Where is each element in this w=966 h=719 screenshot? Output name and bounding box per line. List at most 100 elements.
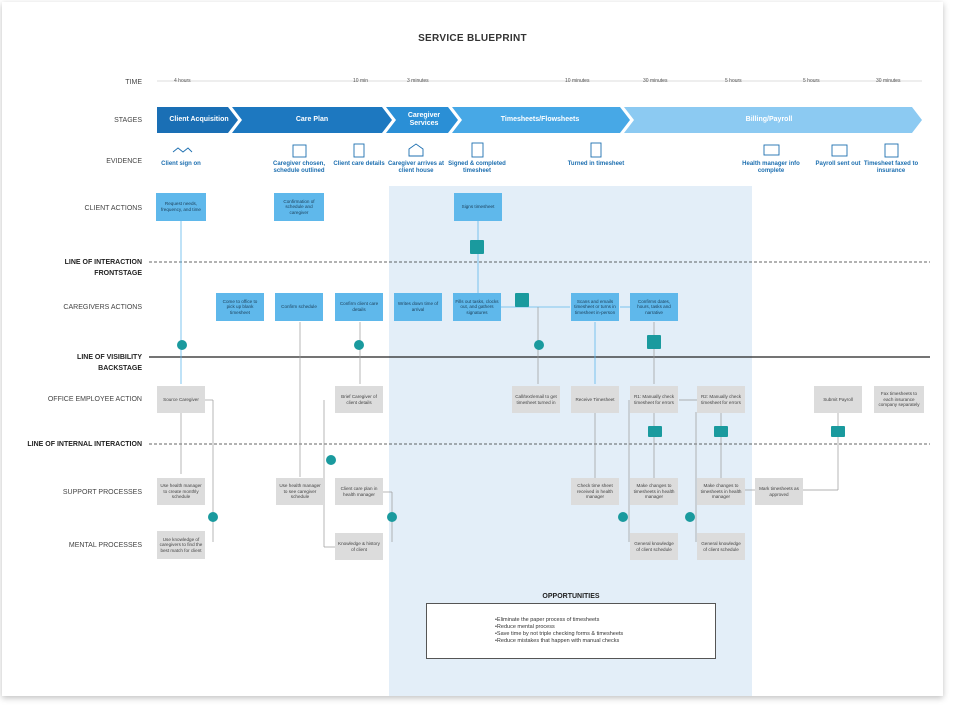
- row-label-caregivers-actions: CAREGIVERS ACTIONS: [63, 304, 142, 311]
- row-label-line-of-internal-interaction: LINE OF INTERNAL INTERACTION: [27, 441, 142, 448]
- fax-icon: [884, 143, 899, 158]
- evidence-client-care-details: Client care details: [333, 161, 385, 167]
- evidence-client-sign-on: Client sign on: [161, 161, 201, 167]
- office-action-box: Call/text/email to get timesheet turned …: [512, 386, 560, 413]
- support-process-box: Check time sheet received in health mana…: [571, 478, 619, 505]
- office-action-box: Source Caregiver: [157, 386, 205, 413]
- brain-award-icon: [618, 512, 628, 522]
- row-label-time: TIME: [125, 79, 142, 86]
- monitor-icon: [763, 144, 780, 156]
- row-label-support-processes: SUPPORT PROCESSES: [62, 489, 142, 496]
- stage-timesheets: Timesheets/Flowsheets: [500, 116, 580, 123]
- opportunity-item: •Eliminate the paper process of timeshee…: [495, 617, 600, 623]
- time-label: 10 min: [353, 78, 369, 84]
- calendar-icon: [292, 144, 307, 158]
- row-label-line-of-interaction: LINE OF INTERACTION: [64, 259, 142, 266]
- brain-award-icon: [208, 512, 218, 522]
- evidence-health-manager-info: Health manager info complete: [742, 161, 800, 174]
- row-label-backstage: BACKSTAGE: [98, 365, 142, 372]
- support-process-box: Make changes to timesheets in health man…: [697, 478, 745, 505]
- teal-icons: [177, 240, 845, 522]
- caregiver-action-box: Scans and emails timesheet or turns in t…: [571, 293, 619, 321]
- row-label-line-of-visibility: LINE OF VISIBILITY: [77, 354, 142, 361]
- stage-chevron-3: [386, 107, 458, 133]
- evidence-payroll-sent: Payroll sent out: [815, 161, 861, 167]
- office-action-box: Receive Timesheet: [571, 386, 619, 413]
- evidence-timesheet-faxed: Timesheet faxed to insurance: [863, 161, 919, 174]
- gray-flow-arrows: [180, 307, 839, 548]
- opportunity-item: •Reduce mental process: [495, 624, 555, 630]
- stage-billing-payroll: Billing/Payroll: [745, 116, 793, 123]
- support-process-box: Use health manager to create monthly sch…: [157, 478, 205, 505]
- house-icon: [408, 143, 424, 157]
- time-label: 4 hours: [174, 78, 191, 84]
- form-icon: [647, 335, 661, 349]
- stage-chevron-4: [452, 107, 630, 133]
- row-label-office-employee-action: OFFICE EMPLOYEE ACTION: [47, 396, 142, 403]
- caregiver-action-box: Fills out tasks, clocks out, and gathers…: [453, 293, 501, 321]
- time-label: 5 hours: [725, 78, 742, 84]
- evidence-caregiver-chosen: Caregiver chosen, schedule outlined: [272, 161, 326, 174]
- document-check-icon: [590, 142, 602, 158]
- clipboard-icon: [353, 143, 365, 158]
- time-label: 5 hours: [803, 78, 820, 84]
- office-action-box: R1: Manually check timesheet for errors: [630, 386, 678, 413]
- money-icon: [831, 144, 848, 157]
- form-icon: [515, 293, 529, 307]
- office-action-box: R2: Manually check timesheet for errors: [697, 386, 745, 413]
- computer-icon: [648, 426, 662, 437]
- phone-icon: [326, 455, 336, 465]
- time-label: 30 minutes: [643, 78, 668, 84]
- row-label-evidence: EVIDENCE: [106, 158, 142, 165]
- stage-client-acquisition: Client Acquisition: [169, 116, 229, 123]
- form-icon: [470, 240, 484, 254]
- handshake-icon: [172, 147, 193, 153]
- evidence-icons: [172, 142, 899, 158]
- opportunity-item: •Reduce mistakes that happen with manual…: [495, 638, 620, 644]
- row-label-mental-processes: MENTAL PROCESSES: [68, 542, 142, 549]
- time-label: 10 minutes: [565, 78, 590, 84]
- evidence-caregiver-arrives: Caregiver arrives at client house: [387, 161, 445, 174]
- stage-chevron-5: [624, 107, 922, 133]
- support-process-box: Mark timesheets as approved: [755, 478, 803, 505]
- time-label: 3 minutes: [407, 78, 429, 84]
- phone-icon: [534, 340, 544, 350]
- opportunities-box: •Eliminate the paper process of timeshee…: [426, 603, 716, 659]
- mental-process-box: General knowledge of client schedule: [697, 533, 745, 560]
- phone-icon: [177, 340, 187, 350]
- brain-award-icon: [387, 512, 397, 522]
- office-action-box: Brief Caregiver of client details: [335, 386, 383, 413]
- mental-process-box: Knowledge & history of client: [335, 533, 383, 560]
- row-label-stages: STAGES: [114, 117, 142, 124]
- client-action-box: Signs timesheet: [454, 193, 502, 221]
- stage-care-plan: Care Plan: [295, 116, 329, 123]
- caregiver-action-box: Come to office to pick up blank timeshee…: [216, 293, 264, 321]
- computer-icon: [714, 426, 728, 437]
- client-action-box: Request needs, frequency, and time: [156, 193, 206, 221]
- stage-chevron-1: [157, 107, 238, 133]
- signed-document-icon: [471, 142, 484, 158]
- blueprint-canvas: SERVICE BLUEPRINT TIME STAGES EVIDENCE C…: [2, 2, 943, 696]
- support-process-box: Client care plan in health manager: [335, 478, 383, 505]
- time-label: 30 minutes: [876, 78, 901, 84]
- mental-process-box: General knowledge of client schedule: [630, 533, 678, 560]
- client-action-box: Confirmation of schedule and caregiver: [274, 193, 324, 221]
- opportunity-item: •Save time by not triple checking forms …: [495, 631, 624, 637]
- stage-chevron-2: [232, 107, 392, 133]
- office-action-box: Submit Payroll: [814, 386, 862, 413]
- evidence-signed-timesheet: Signed & completed timesheet: [448, 161, 506, 174]
- diagram-lines: [149, 80, 930, 548]
- row-label-frontstage: FRONTSTAGE: [94, 270, 142, 277]
- caregiver-action-box: Confirms dates, hours, tasks and narrati…: [630, 293, 678, 321]
- support-process-box: Use health manager to see caregiver sche…: [276, 478, 324, 505]
- row-label-client-actions: CLIENT ACTIONS: [84, 205, 142, 212]
- opportunities-title: OPPORTUNITIES: [542, 593, 600, 600]
- page-title: SERVICE BLUEPRINT: [418, 33, 527, 44]
- computer-icon: [831, 426, 845, 437]
- phone-icon: [354, 340, 364, 350]
- evidence-turned-in-timesheet: Turned in timesheet: [567, 161, 625, 167]
- office-action-box: Fax timesheets to each insurance company…: [874, 386, 924, 413]
- mental-process-box: Use knowledge of caregivers to find the …: [157, 531, 205, 559]
- caregiver-action-box: Confirm schedule: [275, 293, 323, 321]
- blue-flow-arrows: [180, 221, 630, 384]
